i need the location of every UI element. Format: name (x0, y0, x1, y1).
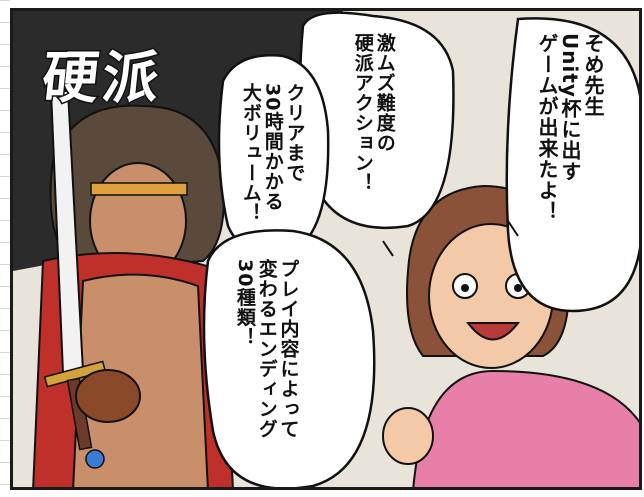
warrior-torso (72, 273, 209, 487)
bubble-announce (505, 17, 639, 313)
title-stamp: 硬派 (38, 44, 168, 113)
girl-fist (382, 407, 434, 465)
bubble-volume (217, 54, 330, 255)
girl-mouth (465, 322, 521, 341)
comic-panel: 硬派 そめ先生 Unity杯に出す ゲームが出来たよ！ 激ムズ難度の 硬派アクシ… (10, 8, 642, 490)
bubble-text-announce: そめ先生 Unity杯に出す ゲームが出来たよ！ (535, 33, 605, 222)
girl-sweater (412, 369, 639, 487)
bubble-text-difficulty: 激ムズ難度の 硬派アクション！ (351, 33, 396, 193)
bubble-text-volume: クリアまで 30時間かかる 大ボリューム！ (239, 83, 306, 223)
panel-artwork (13, 11, 639, 487)
sword-pommel (85, 449, 105, 469)
bubble-text-endings: プレイ内容によって 変わるエンディング 30種類！ (233, 259, 300, 439)
warrior-headband (90, 182, 188, 196)
bubble-endings (202, 229, 376, 487)
ruled-margin (0, 0, 10, 497)
warrior-hand (75, 369, 141, 423)
